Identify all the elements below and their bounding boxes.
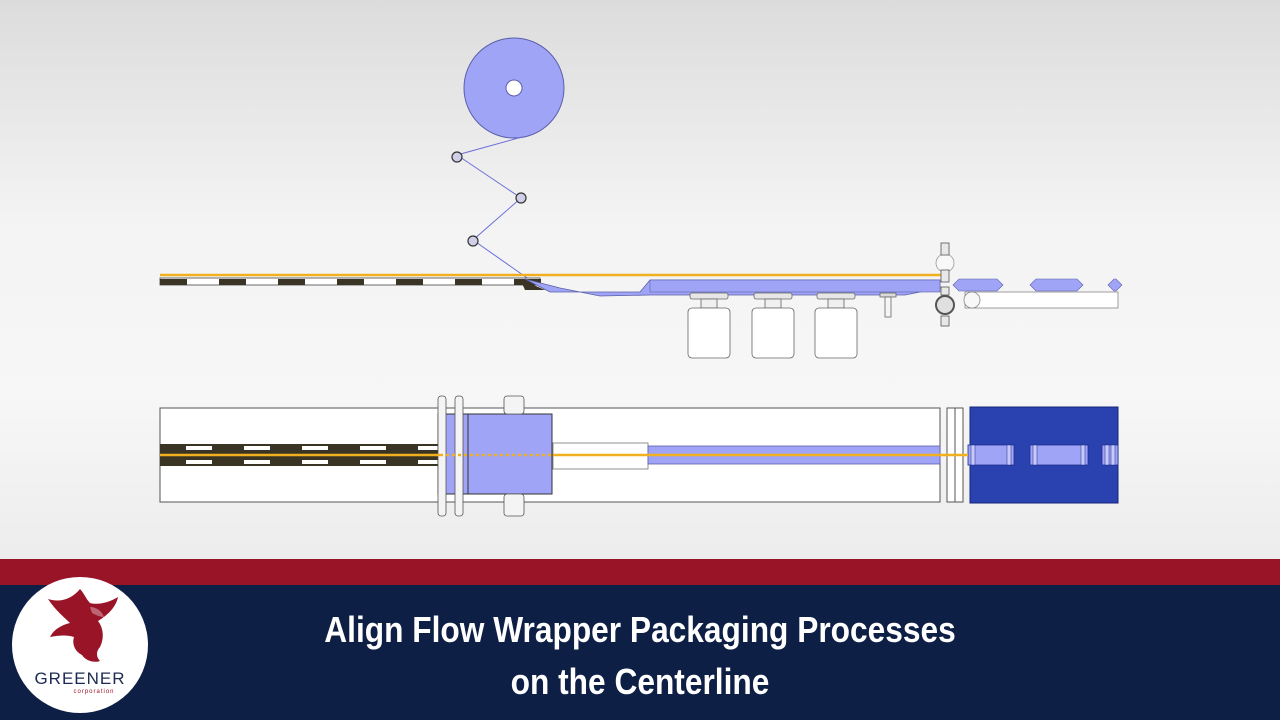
fin-seal-motor	[814, 307, 858, 359]
top-product-gap	[418, 446, 444, 450]
logo-name: GREENER	[34, 669, 126, 688]
page-title: Align Flow Wrapper Packaging Processes o…	[253, 604, 1027, 708]
film-roll	[463, 37, 565, 139]
film-web-path	[455, 136, 531, 281]
infeed-product	[514, 279, 541, 285]
guide-post	[879, 292, 897, 318]
top-product-gap	[360, 460, 386, 464]
logo-subtitle: corporation	[73, 689, 115, 695]
fin-seal-units	[687, 292, 858, 359]
top-product-gap	[186, 460, 212, 464]
top-product-gap	[244, 460, 270, 464]
package-crimp-left	[1104, 444, 1110, 466]
flow-wrapper-diagram	[159, 37, 1123, 517]
side-view-forming-section	[520, 278, 941, 297]
title-line-1: Align Flow Wrapper Packaging Processes	[324, 609, 956, 650]
top-view	[159, 395, 1119, 517]
top-wrapped-package	[1029, 444, 1089, 466]
top-product-gap	[186, 446, 212, 450]
fin-wheel-cap	[816, 292, 856, 300]
greener-logo: GREENER corporation	[12, 577, 148, 713]
package-crimp-right	[1006, 444, 1012, 466]
fin-wheel-shaft	[764, 298, 782, 309]
fin-wheel-shaft	[700, 298, 718, 309]
package-crimp-right	[1080, 444, 1086, 466]
side-view-discharge-conveyor	[952, 278, 1123, 309]
title-banner	[0, 585, 1280, 720]
wrapped-package	[1107, 278, 1123, 292]
top-product-gap	[302, 460, 328, 464]
idler-roller-3	[467, 235, 479, 247]
infeed-product	[219, 279, 246, 285]
top-product-gap	[244, 446, 270, 450]
top-product-gap	[360, 446, 386, 450]
accent-stripe	[0, 559, 1280, 585]
infeed-product	[455, 279, 482, 285]
eagle-icon	[48, 589, 118, 662]
wrapped-package	[952, 278, 1004, 292]
top-product-gap	[302, 446, 328, 450]
infeed-product	[337, 279, 364, 285]
fin-wheel-cap	[689, 292, 729, 300]
crimp-jaws-side	[935, 242, 955, 327]
side-view-infeed-conveyor	[159, 273, 945, 286]
top-product-gap	[418, 460, 444, 464]
package-crimp-left	[1032, 444, 1038, 466]
idler-roller-2	[515, 192, 527, 204]
title-line-2: on the Centerline	[510, 661, 770, 702]
fin-wheel-shaft	[827, 298, 845, 309]
wrapped-package	[1029, 278, 1084, 292]
package-crimp-right	[1110, 444, 1116, 466]
infeed-product	[278, 279, 305, 285]
fin-seal-motor	[751, 307, 795, 359]
fin-wheel-cap	[753, 292, 793, 300]
idler-roller-1	[451, 151, 463, 163]
infeed-product	[160, 279, 187, 285]
package-crimp-left	[970, 444, 976, 466]
fin-seal-motor	[687, 307, 731, 359]
infeed-product	[396, 279, 423, 285]
top-wrapped-package	[1101, 444, 1119, 466]
